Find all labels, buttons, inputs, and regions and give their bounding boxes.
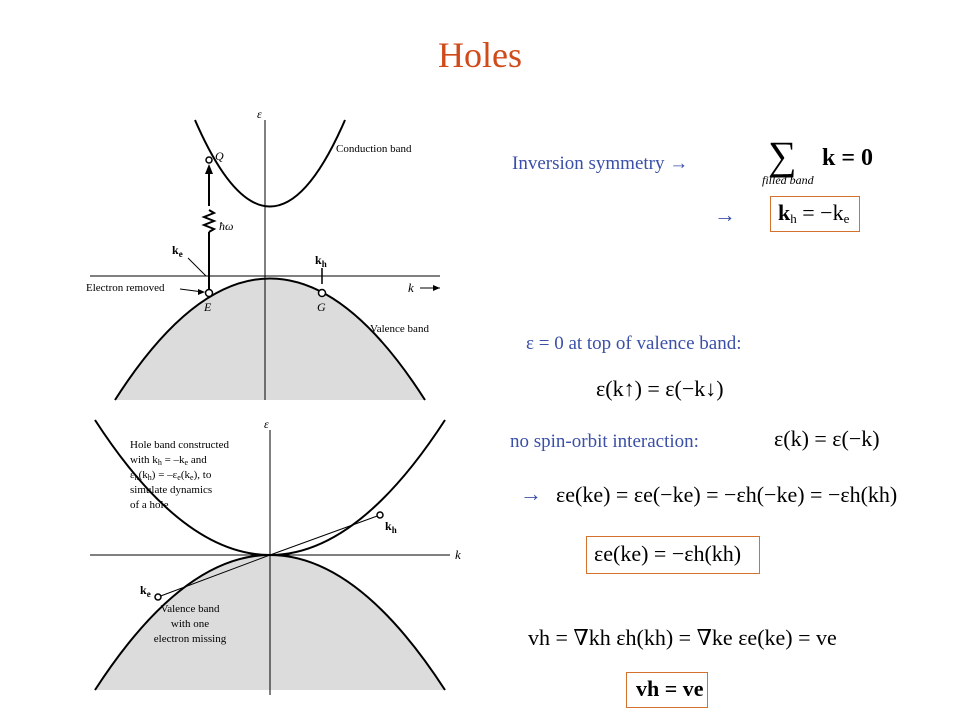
svg-text:electron missing: electron missing: [154, 633, 227, 645]
top-energy-axis-label: ε: [257, 107, 262, 121]
energy-relation-equation: εe(ke) = −εh(kh): [594, 541, 742, 566]
point-Q: [205, 156, 213, 164]
point-Q-label: Q: [215, 149, 224, 163]
hole-band-caption: Hole band constructed with kh = –ke and …: [130, 439, 229, 511]
velocity-box: [626, 672, 708, 708]
svg-text:with kh = –ke and: with kh = –ke and: [130, 454, 207, 467]
top-k-axis-label: k: [408, 280, 414, 295]
top-band-diagram: ε Q ħω ke kh Electron removed E G k Cond…: [86, 107, 440, 401]
velocity-equation: vh = ∇kh εh(kh) = ∇ke εe(ke) = ve: [528, 625, 837, 650]
arrow-2: →: [520, 481, 542, 506]
valence-band-caption: Valence band with one electron missing: [154, 603, 227, 645]
bottom-k-axis-label: k: [455, 547, 461, 562]
no-spin-orbit-label: no spin-orbit interaction:: [510, 431, 699, 452]
svg-text:Valence band: Valence band: [161, 603, 220, 615]
point-G-label: G: [317, 300, 326, 314]
spin-degeneracy-equation: ε(k↑) = ε(−k↓): [596, 376, 724, 401]
svg-text:simulate dynamics: simulate dynamics: [130, 484, 212, 496]
sum-equation-text: k = 0: [822, 145, 874, 171]
top-valence-band-curve: [114, 277, 426, 401]
no-spin-orbit-equation: ε(k) = ε(−k): [774, 426, 880, 451]
point-ke: [154, 593, 162, 601]
excitation-arrow-icon: [205, 164, 213, 174]
photon-label: ħω: [219, 219, 233, 233]
conduction-band-label: Conduction band: [336, 143, 412, 155]
photon-squiggle: [201, 209, 217, 233]
bottom-ke-label: ke: [140, 583, 151, 599]
svg-text:Hole band constructed: Hole band constructed: [130, 439, 229, 451]
valence-band-label: Valence band: [370, 323, 429, 335]
top-conduction-band-curve: [194, 119, 346, 208]
bottom-kh-label: kh: [385, 519, 397, 535]
bottom-energy-axis-label: ε: [264, 417, 269, 431]
top-kh-label: kh: [315, 253, 327, 269]
electron-removed-label: Electron removed: [86, 282, 165, 294]
svg-text:with one: with one: [171, 618, 209, 630]
point-G: [317, 288, 327, 298]
kh-equals-minus-ke-box: [770, 196, 860, 232]
sum-symbol: ∑: [768, 133, 797, 178]
point-kh: [376, 511, 384, 519]
energy-relation-box: [586, 536, 760, 574]
inversion-symmetry-label: Inversion symmetry →: [512, 153, 689, 174]
k-arrow-icon: [433, 285, 440, 291]
svg-text:εh(kh) = –εe(ke), to: εh(kh) = –εe(ke), to: [130, 469, 212, 482]
svg-text:of a hole: of a hole: [130, 499, 169, 511]
bottom-band-diagram: ε k kh ke Hole band constructed with kh …: [90, 417, 461, 695]
sum-label: filled band: [762, 173, 814, 187]
velocity-boxed-equation: vh = ve: [636, 676, 704, 701]
energy-chain-equation: εe(ke) = εe(−ke) = −εh(−ke) = −εh(kh): [556, 482, 898, 507]
point-E: [204, 288, 214, 298]
point-E-label: E: [203, 300, 212, 314]
top-ke-label: ke: [172, 243, 183, 259]
kh-equals-minus-ke: kh = −ke: [778, 200, 850, 226]
slide-title: Holes: [438, 35, 522, 75]
epsilon-zero-label: ε = 0 at top of valence band:: [526, 333, 742, 354]
arrow-1: →: [714, 202, 736, 227]
